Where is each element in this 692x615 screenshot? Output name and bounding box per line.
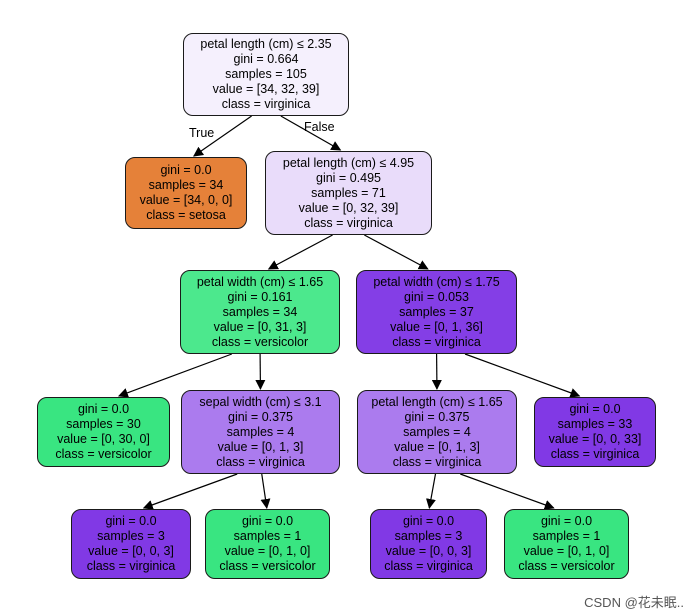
node-text-line: gini = 0.161 bbox=[227, 289, 293, 304]
node-text-line: class = versicolor bbox=[518, 559, 615, 573]
tree-edge-arrow bbox=[464, 353, 581, 398]
node-text-line: class = virginica bbox=[550, 447, 640, 461]
tree-edge-arrow bbox=[280, 115, 342, 151]
node-text-line: class = versicolor bbox=[219, 559, 316, 573]
node-text-line: petal length (cm) ≤ 4.95 bbox=[282, 155, 415, 170]
node-text-line: samples = 71 bbox=[311, 185, 386, 200]
node-text-line: value = [0, 0, 3] bbox=[385, 544, 472, 558]
node-text-line: value = [0, 31, 3] bbox=[213, 319, 307, 334]
node-text-line: samples = 1 bbox=[532, 529, 601, 543]
node-text-line: value = [0, 32, 39] bbox=[298, 200, 399, 215]
node-text-line: value = [0, 1, 36] bbox=[390, 319, 483, 334]
node-text-line: class = versicolor bbox=[55, 447, 152, 461]
node-text-line: samples = 34 bbox=[148, 178, 224, 192]
node-text-line: petal length (cm) ≤ 2.35 bbox=[200, 37, 332, 51]
node-text-line: value = [0, 0, 3] bbox=[88, 544, 174, 558]
node-text-line: value = [34, 0, 0] bbox=[139, 193, 233, 207]
node-text-line: petal width (cm) ≤ 1.75 bbox=[373, 274, 500, 289]
tree-edge-arrow bbox=[142, 473, 238, 510]
node-text-line: class = virginica bbox=[216, 454, 305, 469]
node-text-line: sepal width (cm) ≤ 3.1 bbox=[199, 394, 322, 409]
edge-label-true: True bbox=[189, 126, 215, 140]
node-text-line: class = virginica bbox=[86, 559, 176, 573]
tree-edge-arrow bbox=[267, 234, 333, 270]
node-text-line: gini = 0.053 bbox=[404, 289, 469, 304]
node-text-line: value = [0, 1, 3] bbox=[394, 439, 480, 454]
node-text-line: samples = 3 bbox=[97, 529, 165, 543]
node-text-line: samples = 4 bbox=[403, 424, 471, 439]
node-text-line: samples = 34 bbox=[222, 304, 298, 319]
node-text-line: gini = 0.664 bbox=[233, 52, 299, 66]
node-text-line: samples = 37 bbox=[399, 304, 474, 319]
node-text-line: value = [34, 32, 39] bbox=[212, 82, 320, 96]
tree-edge-arrow bbox=[364, 234, 429, 270]
node-text-line: class = virginica bbox=[304, 215, 393, 230]
node-text-line: class = versicolor bbox=[211, 334, 309, 349]
node-text-line: class = setosa bbox=[146, 208, 226, 222]
node-text-line: class = virginica bbox=[384, 559, 473, 573]
tree-edge-arrow bbox=[460, 473, 555, 510]
node-text-line: gini = 0.375 bbox=[404, 409, 470, 424]
node-text-line: value = [0, 0, 33] bbox=[548, 432, 642, 446]
node-text-line: class = virginica bbox=[392, 454, 482, 469]
node-text-line: gini = 0.0 bbox=[105, 514, 157, 528]
node-text-line: petal width (cm) ≤ 1.65 bbox=[196, 274, 324, 289]
node-text-line: gini = 0.0 bbox=[241, 514, 294, 528]
node-text-line: value = [0, 1, 0] bbox=[224, 544, 311, 558]
node-text-line: value = [0, 1, 0] bbox=[523, 544, 610, 558]
node-text-line: gini = 0.495 bbox=[316, 170, 381, 185]
watermark: CSDN @花未眠.. bbox=[584, 595, 684, 610]
node-text-line: gini = 0.0 bbox=[160, 163, 212, 177]
node-text-line: gini = 0.0 bbox=[77, 402, 130, 416]
node-text-line: samples = 1 bbox=[233, 529, 302, 543]
node-text-line: value = [0, 30, 0] bbox=[57, 432, 150, 446]
node-text-line: gini = 0.375 bbox=[228, 409, 293, 424]
tree-edge-arrow bbox=[117, 353, 233, 398]
tree-edge-arrow bbox=[426, 473, 437, 509]
node-text-line: samples = 3 bbox=[394, 529, 463, 543]
node-text-line: gini = 0.0 bbox=[569, 402, 621, 416]
node-text-line: samples = 4 bbox=[226, 424, 295, 439]
node-text-line: gini = 0.0 bbox=[402, 514, 455, 528]
tree-edge-arrow bbox=[193, 115, 252, 157]
node-text-line: samples = 33 bbox=[557, 417, 633, 431]
tree-edge-arrow bbox=[260, 473, 271, 509]
node-text-line: samples = 30 bbox=[66, 417, 141, 431]
node-text-line: gini = 0.0 bbox=[540, 514, 593, 528]
edge-label-false: False bbox=[304, 120, 335, 134]
node-text-line: value = [0, 1, 3] bbox=[217, 439, 304, 454]
node-text-line: petal length (cm) ≤ 1.65 bbox=[371, 394, 503, 409]
node-text-line: class = virginica bbox=[392, 334, 481, 349]
node-text-line: samples = 105 bbox=[225, 67, 307, 81]
node-text-line: class = virginica bbox=[221, 97, 311, 111]
